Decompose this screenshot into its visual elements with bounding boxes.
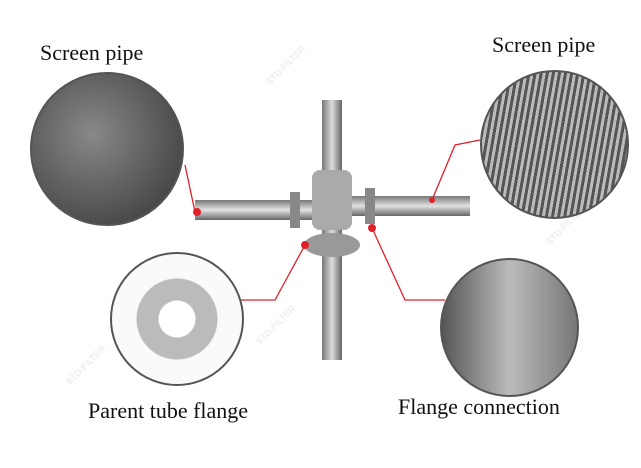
screen-pipe-closeup-left bbox=[30, 72, 184, 226]
label-flange-connection: Flange connection bbox=[398, 394, 560, 419]
label-screen-pipe-right: Screen pipe bbox=[492, 32, 596, 57]
flange bbox=[304, 233, 360, 257]
label-screen-pipe-left: Screen pipe bbox=[40, 40, 144, 65]
flange-connection-closeup bbox=[440, 258, 579, 397]
label-parent-tube-flange: Parent tube flange bbox=[88, 398, 249, 423]
parent-tube-flange-closeup bbox=[110, 252, 244, 386]
callout-lines bbox=[184, 139, 481, 301]
horizontal-pipe-right bbox=[340, 196, 470, 216]
screen-pipe-closeup-right bbox=[480, 70, 629, 219]
central-body bbox=[312, 170, 352, 230]
horizontal-pipe-left bbox=[195, 200, 325, 220]
